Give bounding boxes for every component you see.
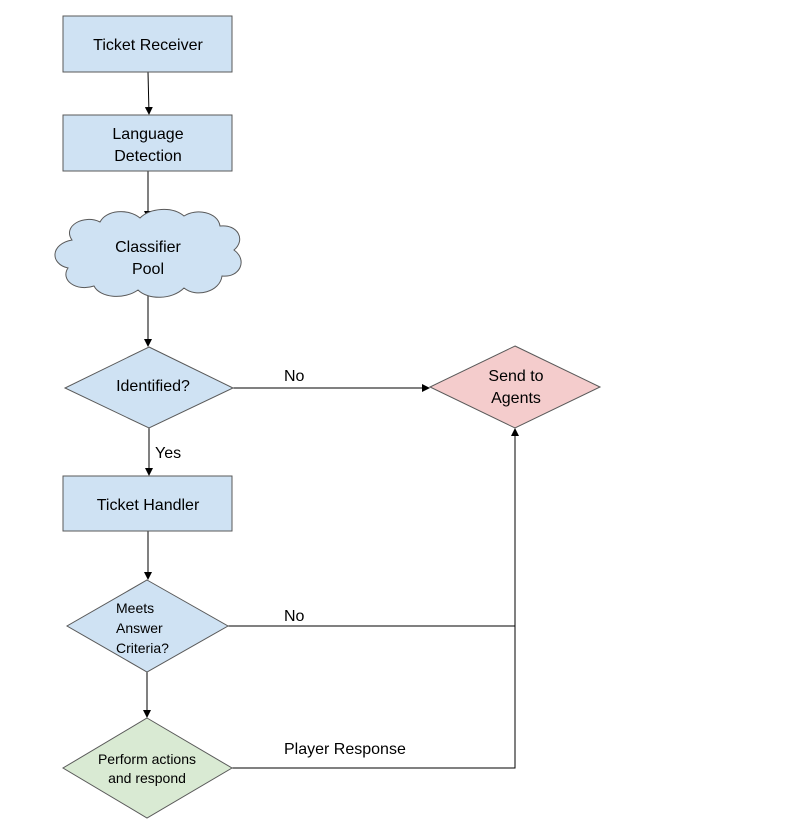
edge-receiver-to-detection bbox=[144, 71, 153, 115]
svg-text:Ticket Receiver: Ticket Receiver bbox=[93, 37, 203, 54]
svg-text:Answer: Answer bbox=[116, 620, 163, 636]
label-player-response: Player Response bbox=[284, 741, 406, 758]
svg-text:Detection: Detection bbox=[114, 148, 182, 165]
svg-text:and respond: and respond bbox=[108, 770, 186, 786]
node-classifier-pool: Classifier Pool bbox=[54, 209, 242, 298]
svg-text:Language: Language bbox=[112, 126, 183, 143]
label-identified-yes: Yes bbox=[155, 445, 181, 462]
node-send-to-agents: Send to Agents bbox=[428, 345, 602, 429]
node-language-detection: Language Detection bbox=[62, 114, 233, 172]
label-identified-no: No bbox=[284, 368, 305, 385]
node-perform-actions: Perform actions and respond bbox=[62, 717, 233, 819]
node-identified: Identified? bbox=[63, 346, 235, 429]
edges bbox=[143, 71, 519, 769]
node-ticket-receiver: Ticket Receiver bbox=[62, 15, 233, 73]
svg-text:Ticket Handler: Ticket Handler bbox=[97, 497, 200, 514]
svg-text:Identified?: Identified? bbox=[116, 378, 190, 395]
node-ticket-handler: Ticket Handler bbox=[62, 475, 233, 532]
svg-text:Classifier: Classifier bbox=[115, 239, 181, 256]
svg-text:Send to: Send to bbox=[488, 368, 543, 385]
svg-text:Pool: Pool bbox=[132, 261, 164, 278]
svg-text:Criteria?: Criteria? bbox=[116, 640, 169, 656]
svg-text:Agents: Agents bbox=[491, 390, 541, 407]
node-meets-criteria: Meets Answer Criteria? bbox=[65, 579, 230, 673]
svg-text:Meets: Meets bbox=[116, 600, 154, 616]
edge-player-response bbox=[232, 428, 519, 769]
svg-text:Perform actions: Perform actions bbox=[98, 751, 196, 767]
label-criteria-no: No bbox=[284, 608, 305, 625]
